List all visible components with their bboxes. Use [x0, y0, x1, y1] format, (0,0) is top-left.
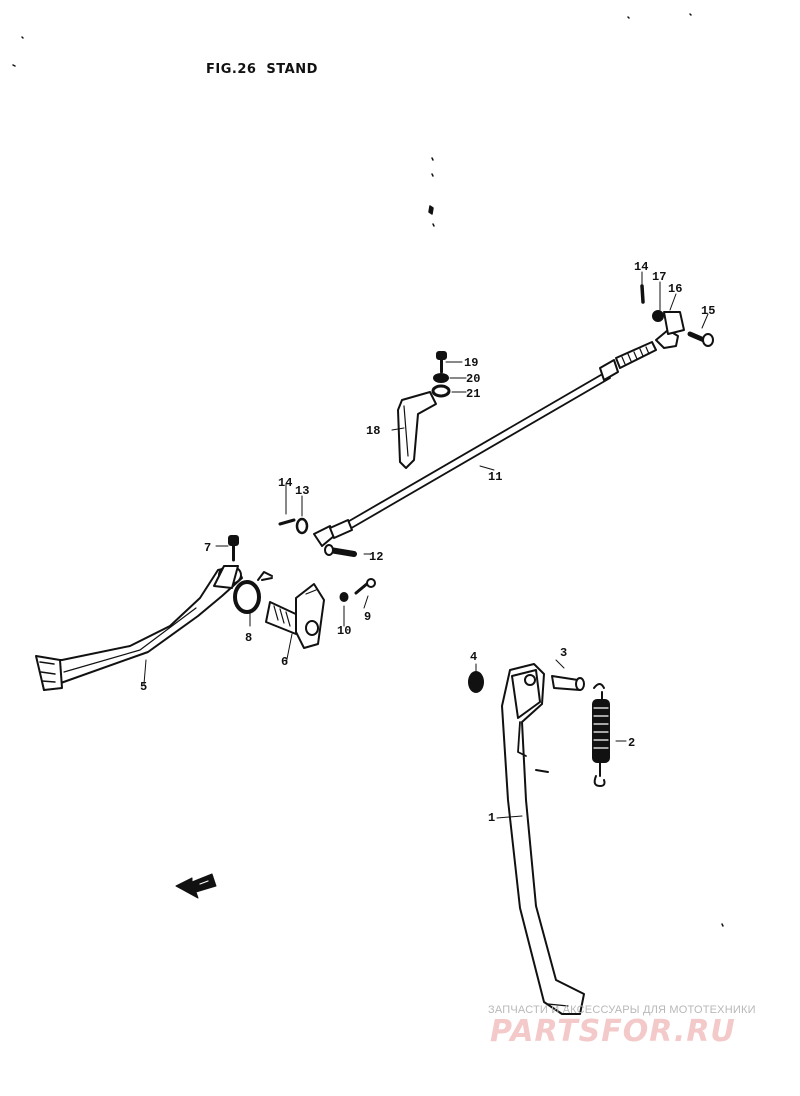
- guide-lock-washer-part: [433, 373, 449, 383]
- callout-6: 6: [281, 655, 288, 669]
- brake-pedal-part: [35, 565, 243, 691]
- watermark-logo: PARTSFOR.RU: [490, 1014, 736, 1049]
- small-pin-part: [339, 592, 349, 602]
- side-stand-part: [501, 663, 585, 1015]
- callout-2: 2: [628, 736, 635, 750]
- leader-lines: [143, 271, 709, 819]
- callout-3: 3: [560, 646, 567, 660]
- callout-14-rear: 14: [634, 260, 648, 274]
- brake-shaft-part: [265, 583, 325, 649]
- callout-10: 10: [337, 624, 351, 638]
- callout-7: 7: [204, 541, 211, 555]
- figure-name: STAND: [266, 62, 318, 77]
- rod-guide-part: [397, 391, 437, 469]
- callout-20: 20: [466, 372, 480, 386]
- callout-8: 8: [245, 631, 252, 645]
- watermark-caption: ЗАПЧАСТИ И АКСЕССУАРЫ ДЛЯ МОТОТЕХНИКИ: [488, 1004, 756, 1016]
- callout-4: 4: [470, 650, 477, 664]
- pivot-bolt-part: [551, 675, 585, 691]
- rear-clevis-part: [652, 310, 685, 335]
- circlip-part: [233, 571, 273, 614]
- callout-9: 9: [364, 610, 371, 624]
- guide-washer-part: [431, 384, 451, 398]
- figure-label: FIG.26: [206, 62, 257, 77]
- callout-17: 17: [652, 270, 666, 284]
- figure-title: FIG.26 STAND: [206, 62, 328, 77]
- callout-1: 1: [488, 811, 495, 825]
- clevis-pin-part: [324, 544, 357, 557]
- rod-front-washer-part: [295, 517, 309, 535]
- pivot-nut-part: [468, 671, 484, 693]
- callout-14-front: 14: [278, 476, 292, 490]
- rear-pin-part: [640, 284, 645, 304]
- rear-bolt-part: [687, 331, 714, 347]
- callout-21: 21: [466, 387, 480, 401]
- scan-specks: [12, 13, 724, 927]
- callout-11: 11: [488, 470, 502, 484]
- stand-spring-part: [592, 683, 610, 787]
- callout-15: 15: [701, 304, 715, 318]
- callout-19: 19: [464, 356, 478, 370]
- callout-16: 16: [668, 282, 682, 296]
- direction-arrow-icon: [175, 873, 217, 899]
- rod-front-pin-part: [278, 518, 296, 526]
- callout-13: 13: [295, 484, 309, 498]
- pedal-bolt-part: [228, 535, 239, 562]
- callout-12: 12: [369, 550, 383, 564]
- pin-bolt-part: [354, 578, 376, 595]
- guide-bolt-part: [436, 351, 447, 374]
- callout-5: 5: [140, 680, 147, 694]
- brake-rod-part: [313, 329, 679, 547]
- callout-18: 18: [366, 424, 380, 438]
